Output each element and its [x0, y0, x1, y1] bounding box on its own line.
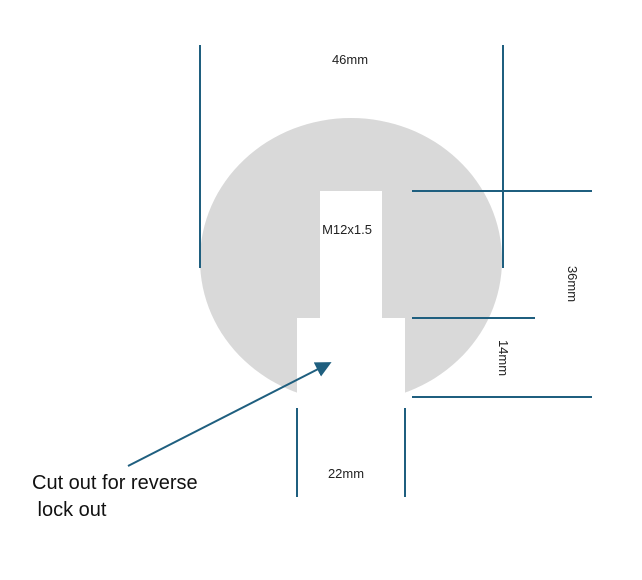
callout-text-line2: lock out — [32, 499, 107, 521]
thread-slot — [320, 191, 382, 321]
cutout-depth-label: 14mm — [496, 340, 511, 376]
callout-arrow — [127, 362, 332, 467]
dimension-lines — [127, 45, 592, 497]
width-label: 46mm — [332, 52, 368, 67]
height-label: 36mm — [565, 266, 580, 302]
callout-text-line1: Cut out for reverse — [32, 472, 198, 494]
lockout-cutout — [297, 318, 405, 418]
cutout-width-label: 22mm — [328, 466, 364, 481]
thread-label: M12x1.5 — [322, 222, 372, 237]
